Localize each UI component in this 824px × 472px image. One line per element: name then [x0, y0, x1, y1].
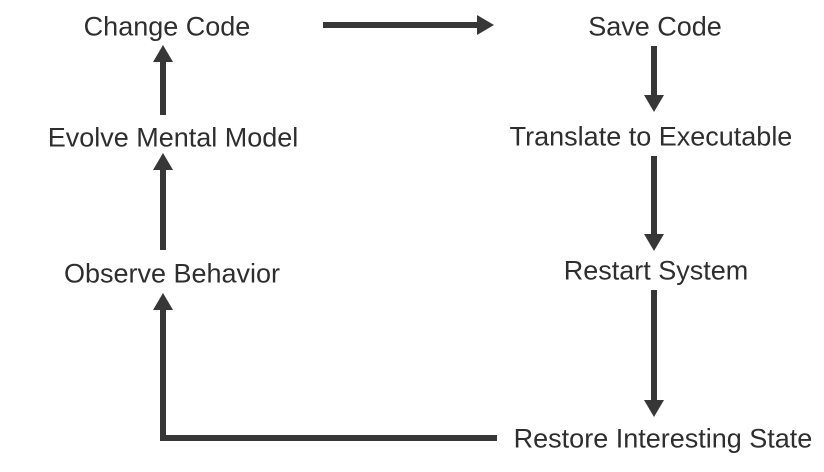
- node-evolve-mental-model: Evolve Mental Model: [47, 122, 299, 153]
- node-restart-system: Restart System: [563, 255, 749, 286]
- arrow-translate-to-restart-icon: [644, 156, 664, 251]
- arrow-change-to-save-icon: [323, 15, 494, 35]
- node-save-code: Save Code: [588, 11, 722, 42]
- arrow-restart-to-restore-icon: [644, 290, 664, 417]
- arrow-save-to-translate-icon: [644, 46, 664, 112]
- arrow-restore-to-observe-icon: [153, 293, 497, 441]
- node-observe-behavior: Observe Behavior: [63, 258, 281, 289]
- arrow-evolve-to-change-icon: [153, 45, 173, 115]
- node-restore-interesting-state: Restore Interesting State: [513, 423, 813, 454]
- arrow-observe-to-evolve-icon: [153, 153, 173, 250]
- node-change-code: Change Code: [83, 11, 251, 42]
- node-translate-to-executable: Translate to Executable: [509, 121, 793, 152]
